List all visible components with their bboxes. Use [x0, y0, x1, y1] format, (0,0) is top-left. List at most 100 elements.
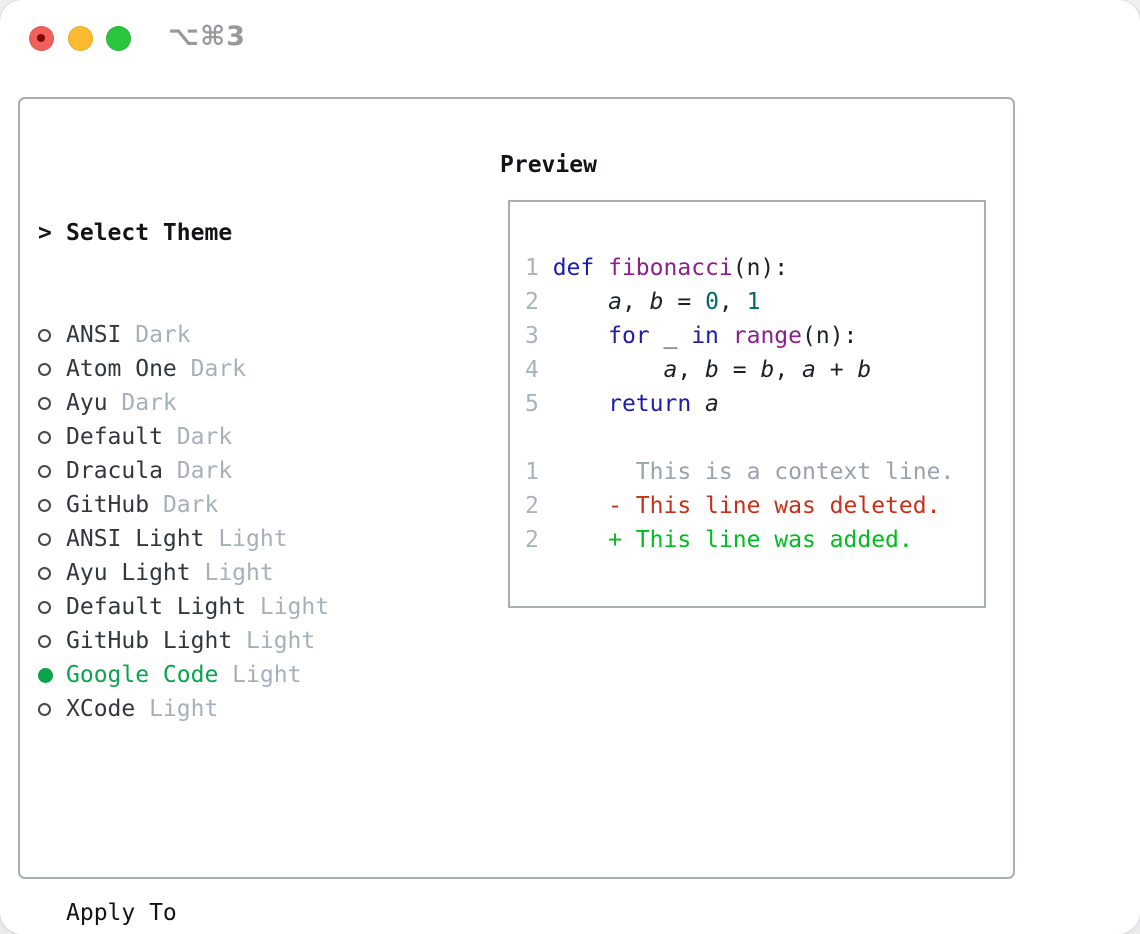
code-segment-pl: , [621, 289, 650, 315]
line-number: 1 [525, 459, 553, 485]
code-segment-add: + This line was added. [608, 527, 913, 553]
code-segment-pl: = [718, 357, 761, 383]
code-segment-var: b [649, 289, 664, 315]
theme-name: XCode [66, 696, 136, 722]
close-dot-icon [37, 34, 45, 42]
line-number: 4 [525, 357, 553, 383]
code-segment-pl: + [815, 357, 858, 383]
theme-item-atom-one-dark[interactable]: Atom One Dark [38, 352, 426, 386]
code-segment-pl: (n): [802, 323, 858, 349]
code-segment-pl: (n): [732, 255, 789, 281]
code-segment-lit: 0 [705, 289, 719, 315]
code-segment-pl [594, 255, 608, 281]
code-segment-kw: return [608, 391, 692, 417]
code-segment-var: a [705, 391, 719, 417]
code-segment-pl: , [718, 289, 747, 315]
theme-item-default-dark[interactable]: Default Dark [38, 420, 426, 454]
radio-icon [38, 702, 51, 716]
prompt-icon: > [38, 220, 52, 246]
code-line: 2 - This line was deleted. [525, 489, 984, 523]
theme-item-ayu-light-light[interactable]: Ayu Light Light [38, 556, 426, 590]
radio-icon [38, 634, 51, 648]
code-segment-pl: , [677, 357, 706, 383]
code-segment-var: a [802, 357, 816, 383]
theme-item-ansi-dark[interactable]: ANSI Dark [38, 318, 426, 352]
line-number: 3 [525, 323, 553, 349]
code-segment-kw: def [552, 255, 595, 281]
theme-item-dracula-dark[interactable]: Dracula Dark [38, 454, 426, 488]
code-line: 3 for _ in range(n): [525, 319, 984, 353]
code-segment-pl: = [663, 289, 706, 315]
radio-icon [38, 566, 51, 580]
code-segment-pl [553, 493, 608, 519]
theme-variant: Light [204, 526, 288, 552]
theme-item-ansi-light-light[interactable]: ANSI Light Light [38, 522, 426, 556]
code-segment-var: b [857, 357, 872, 383]
code-segment-pl [719, 323, 733, 349]
theme-item-github-light-light[interactable]: GitHub Light Light [38, 624, 426, 658]
maximize-button[interactable] [106, 26, 131, 51]
radio-icon [38, 396, 51, 410]
spacer [38, 794, 426, 828]
theme-item-ayu-dark[interactable]: Ayu Dark [38, 386, 426, 420]
select-theme-header: >Select Theme [38, 216, 426, 250]
close-button[interactable] [29, 26, 54, 51]
theme-item-default-light-light[interactable]: Default Light Light [38, 590, 426, 624]
code-line: 4 a, b = b, a + b [525, 353, 984, 387]
titlebar: ⌥⌘3 [0, 0, 1140, 74]
minimize-button[interactable] [68, 26, 93, 51]
theme-name: Dracula [66, 458, 163, 484]
theme-variant: Dark [162, 424, 233, 450]
code-segment-del: - This line was deleted. [608, 493, 941, 519]
theme-variant: Dark [107, 390, 177, 416]
theme-name: Default Light [66, 594, 247, 620]
radio-selected-icon [38, 667, 53, 683]
line-number: 5 [525, 391, 553, 417]
radio-icon [38, 498, 51, 512]
theme-variant: Light [218, 662, 302, 688]
theme-variant: Light [190, 560, 274, 586]
theme-variant: Dark [121, 322, 191, 348]
theme-item-xcode-light[interactable]: XCode Light [38, 692, 426, 726]
theme-name: ANSI Light [66, 526, 205, 552]
theme-variant: Dark [176, 356, 247, 382]
theme-variant: Light [135, 696, 219, 722]
code-segment-var: b [705, 357, 719, 383]
apply-to-header: Apply To [38, 896, 426, 930]
radio-icon [38, 362, 51, 376]
code-segment-ctx: This is a context line. [552, 459, 955, 485]
code-segment-pl [553, 323, 608, 349]
theme-variant: Dark [162, 458, 233, 484]
code-segment-pl [553, 357, 664, 383]
theme-name: Google Code [66, 662, 219, 688]
window-title: ⌥⌘3 [168, 21, 246, 52]
code-segment-var: a [663, 357, 678, 383]
radio-icon [38, 532, 51, 546]
code-line: 1 def fibonacci(n): [525, 251, 984, 285]
code-line [525, 421, 984, 455]
code-segment-kw: for [608, 323, 650, 349]
theme-name: Ayu [66, 390, 108, 416]
code-line: 2 + This line was added. [525, 523, 984, 557]
code-line: 5 return a [525, 387, 984, 421]
code-segment-lit: 1 [746, 289, 761, 315]
preview-header: Preview [500, 152, 597, 178]
line-number: 2 [525, 527, 553, 553]
theme-variant: Dark [149, 492, 219, 518]
theme-name: Default [66, 424, 163, 450]
line-number: 1 [525, 255, 553, 281]
code-line: 1 This is a context line. [525, 455, 984, 489]
theme-item-google-code-light[interactable]: Google Code Light [38, 658, 426, 692]
theme-item-github-dark[interactable]: GitHub Dark [38, 488, 426, 522]
radio-icon [38, 600, 51, 614]
theme-name: ANSI [66, 322, 122, 348]
line-number: 2 [525, 493, 553, 519]
code-segment-pl [553, 391, 608, 417]
theme-name: GitHub Light [66, 628, 233, 654]
code-line: 2 a, b = 0, 1 [525, 285, 984, 319]
theme-name: Atom One [66, 356, 177, 382]
theme-name: Ayu Light [66, 560, 191, 586]
apply-to-label: Apply To [66, 900, 177, 926]
